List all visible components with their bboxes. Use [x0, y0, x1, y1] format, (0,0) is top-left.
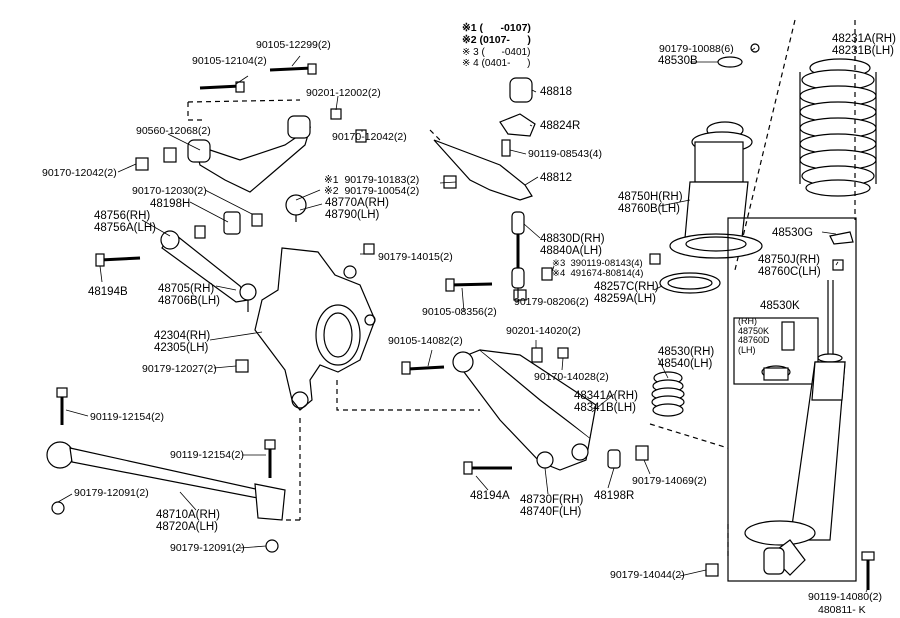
part-label[interactable]: 90105-08356(2)	[422, 306, 497, 318]
part-label[interactable]: 90560-12068(2)	[136, 125, 211, 137]
knuckle-drawing	[254, 247, 376, 411]
part-label[interactable]: 90170-12042(2)	[42, 167, 117, 179]
nut-icons	[51, 108, 719, 577]
part-label[interactable]: 42304(RH) 42305(LH)	[154, 330, 211, 354]
part-label[interactable]: 90170-12030(2)	[132, 185, 207, 197]
legend-note-2: ※2 (0107- )	[462, 34, 531, 46]
part-label[interactable]: 90119-14080(2)	[808, 591, 882, 603]
coil-spring-drawing	[799, 58, 877, 197]
part-label[interactable]: 90105-12104(2)	[192, 55, 267, 67]
part-label[interactable]: ※4 491674-80814(4)	[552, 268, 644, 279]
part-label[interactable]: 48198R	[594, 490, 635, 502]
upper-arm-drawing	[187, 115, 312, 222]
part-label[interactable]: 48530(RH) 48540(LH)	[658, 346, 715, 370]
legend-note-3: ※ 3 ( -0401)	[462, 47, 531, 58]
part-label[interactable]: 48194B	[88, 286, 128, 298]
legend-note-4: ※ 4 (0401- )	[462, 58, 531, 69]
part-label[interactable]: 90179-12091(2)	[74, 487, 149, 499]
part-label[interactable]: 48830D(RH) 48840A(LH)	[540, 233, 605, 257]
part-label[interactable]: 48194A	[470, 490, 510, 502]
part-label[interactable]: 90170-12042(2)	[332, 131, 407, 143]
part-label[interactable]: 48530K	[760, 300, 800, 312]
bump-stop-boot	[651, 371, 685, 417]
part-label[interactable]: 90179-12027(2)	[142, 363, 217, 375]
strut-upper-drawing	[669, 43, 763, 259]
part-label[interactable]: 90170-14028(2)	[534, 371, 609, 383]
shock-inset-box	[733, 317, 819, 385]
bolt-icons	[56, 63, 875, 590]
part-label[interactable]: 90119-12154(2)	[90, 411, 164, 423]
shock-absorber-box	[727, 217, 857, 582]
part-label[interactable]: 48818	[540, 86, 572, 98]
diagram-code: 480811- K	[818, 604, 866, 616]
part-label[interactable]: 48705(RH) 48706B(LH)	[158, 283, 221, 307]
part-label[interactable]: 48770A(RH) 48790(LH)	[325, 197, 389, 221]
stabilizer-bar-drawing	[433, 77, 536, 298]
part-label[interactable]: 48231A(RH) 48231B(LH)	[832, 33, 896, 57]
part-label[interactable]: 90105-14082(2)	[388, 335, 463, 347]
part-label[interactable]: 48824R	[540, 120, 581, 132]
part-label[interactable]: 48750H(RH) 48760B(LH)	[618, 191, 683, 215]
spring-seat-washer	[659, 272, 721, 294]
part-label[interactable]: 48750J(RH) 48760C(LH)	[758, 254, 821, 278]
part-label[interactable]: ※2 90179-10054(2)	[324, 185, 420, 197]
part-label[interactable]: 90179-10088(6)	[659, 43, 734, 55]
part-label[interactable]: 48730F(RH) 48740F(LH)	[520, 494, 584, 518]
part-label[interactable]: 90105-12299(2)	[256, 39, 331, 51]
part-label[interactable]: 90201-14020(2)	[506, 325, 581, 337]
toe-arm-drawing	[160, 230, 257, 312]
lower-arm-front-drawing	[452, 349, 597, 471]
part-label[interactable]: 90179-12091(2)	[170, 542, 245, 554]
part-label[interactable]: 90179-14044(2)	[610, 569, 685, 581]
lower-arm-rear-drawing	[46, 441, 286, 521]
part-label[interactable]: 90119-08543(4)	[528, 148, 602, 160]
part-label[interactable]: 48341A(RH) 48341B(LH)	[574, 390, 638, 414]
part-label[interactable]: 48530G	[772, 227, 813, 239]
part-label[interactable]: 90201-12002(2)	[306, 87, 381, 99]
legend-note-1: ※1 ( -0107)	[462, 22, 531, 34]
part-label[interactable]: 48756(RH) 48756A(LH)	[94, 210, 157, 234]
part-label[interactable]: 48710A(RH) 48720A(LH)	[156, 509, 220, 533]
leader-lines	[57, 47, 869, 593]
part-label[interactable]: 48198H	[150, 198, 191, 210]
part-label[interactable]: 90179-14069(2)	[632, 475, 707, 487]
part-label[interactable]: 90179-08206(2)	[514, 296, 589, 308]
part-label[interactable]: 48812	[540, 172, 572, 184]
part-label[interactable]: 48530B	[658, 55, 698, 67]
part-label[interactable]: ※3 390119-08143(4)	[552, 258, 643, 269]
part-label[interactable]: 48257C(RH) 48259A(LH)	[594, 281, 659, 305]
part-label[interactable]: ※1 90179-10183(2)	[324, 174, 420, 186]
shock-absorber-drawing	[744, 231, 854, 576]
part-label[interactable]: (RH) 48750K 48760D (LH)	[738, 316, 770, 355]
part-label[interactable]: 90179-14015(2)	[378, 251, 453, 263]
part-label[interactable]: 90119-12154(2)	[170, 449, 244, 461]
